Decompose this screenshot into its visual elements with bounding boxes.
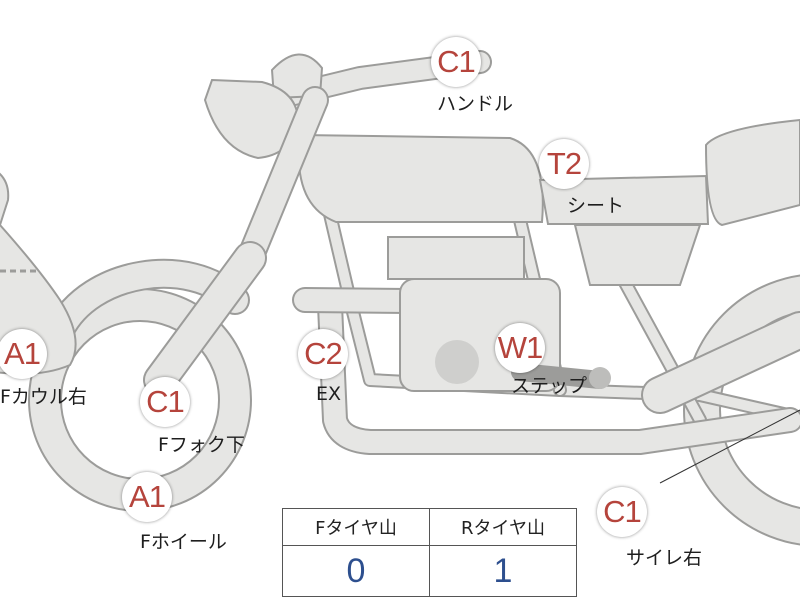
front-forks [143,86,329,397]
tire-tread-header-row: Fタイヤ山 Rタイヤ山 [282,508,577,546]
rear-tail [704,118,800,227]
front-tire-tread-header: Fタイヤ山 [282,508,430,546]
silencer-right-code-badge: C1 [597,487,647,537]
step-code-badge: W1 [495,323,545,373]
front-cowl-right-label: Fカウル右 [0,386,87,408]
front-wheel-code-badge: A1 [122,472,172,522]
footrest [511,363,611,389]
front-fork-lower-code-badge: C1 [140,377,190,427]
fuel-tank [297,133,544,223]
seat [538,174,710,225]
front-tire-tread-value: 0 [282,545,430,597]
front-cowl-right-code-badge: A1 [0,329,47,379]
seat-code-badge: T2 [539,139,589,189]
exhaust-code-badge: C2 [298,329,348,379]
step-label: ステップ [511,375,588,397]
front-cowl [0,172,77,375]
tire-tread-value-row: 0 1 [282,545,577,597]
front-fork-lower-label: Fフォク下 [158,434,245,456]
rear-tire-tread-value: 1 [429,545,577,597]
handlebar-code-badge: C1 [431,37,481,87]
rear-tire-tread-header: Rタイヤ山 [429,508,577,546]
handlebar-label: ハンドル [437,93,514,115]
exhaust-label: EX [316,383,342,405]
seat-label: シート [567,195,625,217]
silencer-right-label: サイレ右 [626,547,703,569]
silencer-leader-line [659,409,800,484]
front-wheel-label: Fホイール [140,531,227,553]
side-cover [573,224,702,286]
tire-tread-table: Fタイヤ山 Rタイヤ山 0 1 [282,508,577,597]
